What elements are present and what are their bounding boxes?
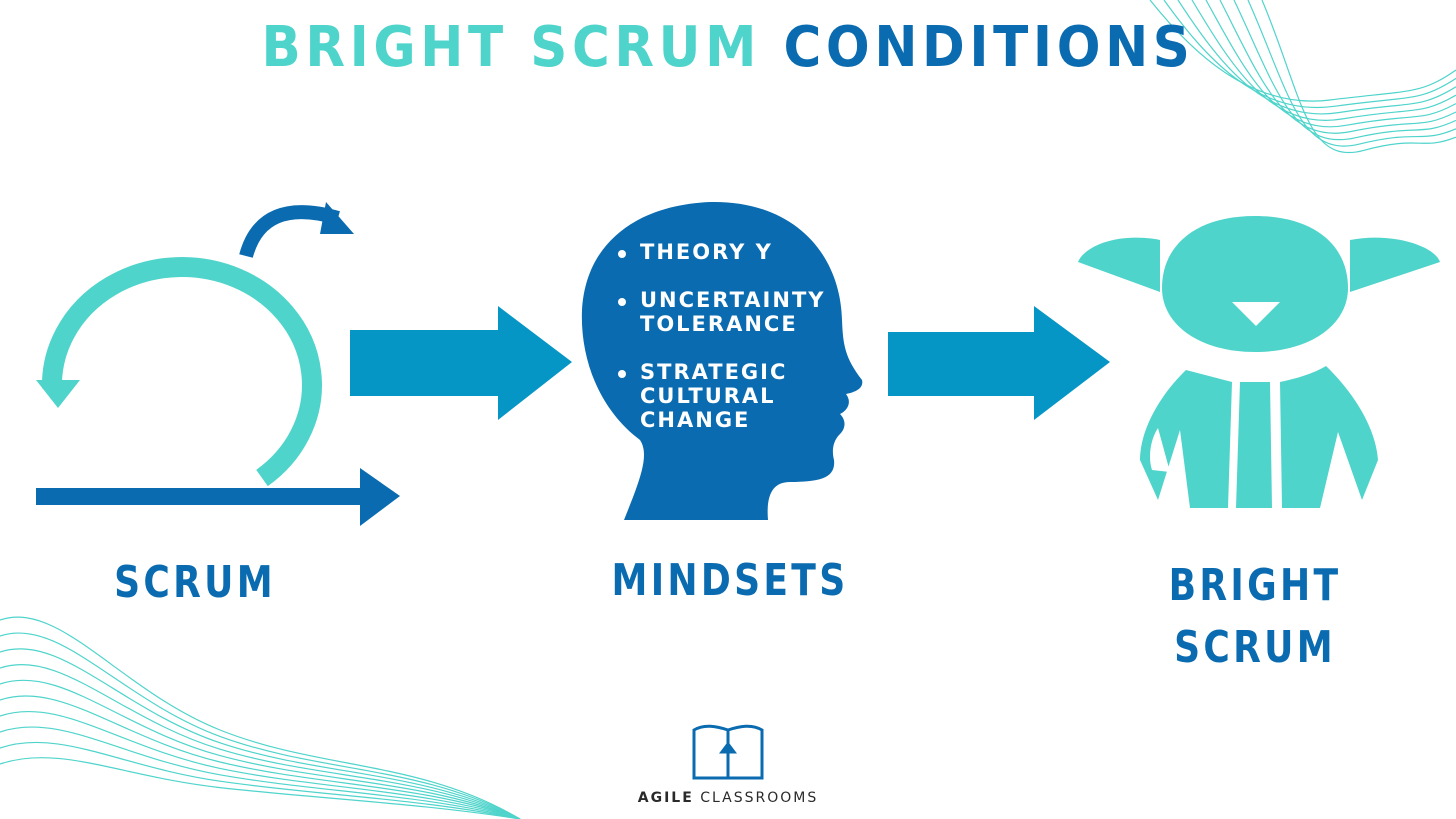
head-icon: [581, 201, 863, 520]
bright-scrum-label: BRIGHT SCRUM: [1128, 555, 1382, 679]
title-part-1: BRIGHT SCRUM: [261, 15, 761, 80]
wave-line: [1247, 0, 1456, 147]
top-right-wave-lines: [1149, 0, 1456, 153]
mindset-list: THEORY Y UNCERTAINTY TOLERANCE STRATEGIC…: [612, 240, 870, 456]
wave-line: [0, 679, 521, 819]
wave-line: [1163, 0, 1456, 109]
wave-line: [0, 616, 521, 819]
open-book-icon: [692, 724, 764, 780]
wave-line: [1233, 0, 1456, 141]
scrum-cycle-icon: [36, 202, 400, 526]
brand-word-2: CLASSROOMS: [700, 790, 819, 806]
wave-line: [0, 711, 521, 819]
bright-scrum-label-line-2: SCRUM: [1174, 622, 1336, 673]
mindset-item: THEORY Y: [612, 240, 870, 264]
wave-line: [0, 663, 521, 819]
arrow-right-icon: [350, 306, 572, 420]
yoda-icon: [1078, 216, 1440, 508]
page-title: BRIGHT SCRUM CONDITIONS: [58, 12, 1398, 84]
brand-word-1: AGILE: [637, 790, 694, 806]
title-part-2: CONDITIONS: [783, 15, 1195, 80]
wave-line: [0, 741, 521, 819]
mindsets-label: MINDSETS: [611, 555, 849, 606]
wave-line: [1191, 0, 1456, 121]
wave-line: [0, 648, 521, 819]
wave-line: [0, 757, 521, 819]
wave-line: [1149, 0, 1456, 102]
wave-line: [0, 632, 521, 819]
wave-line: [0, 695, 521, 819]
mindset-item: UNCERTAINTY TOLERANCE: [612, 288, 870, 336]
wave-line: [1261, 0, 1456, 153]
wave-line: [1205, 0, 1456, 128]
mindset-item: STRATEGIC CULTURAL CHANGE: [612, 360, 870, 432]
bright-scrum-label-line-1: BRIGHT: [1168, 560, 1342, 611]
arrow-right-icon: [888, 306, 1110, 420]
scrum-label: SCRUM: [114, 557, 276, 608]
brand-name: AGILE CLASSROOMS: [600, 790, 856, 806]
bottom-left-wave-lines: [0, 616, 521, 819]
wave-line: [1177, 0, 1456, 115]
wave-line: [1219, 0, 1456, 134]
wave-line: [0, 726, 521, 819]
